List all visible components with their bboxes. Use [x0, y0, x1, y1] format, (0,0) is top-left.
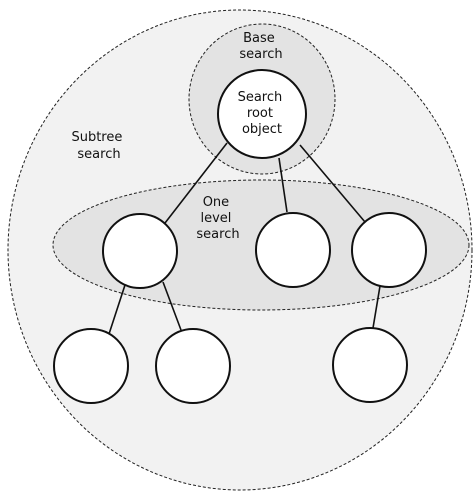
label-search-root-object: Search root object	[238, 90, 287, 137]
label-subtree-search: Subtree search	[71, 130, 126, 162]
edge-root-child-middle	[278, 157, 288, 213]
child-node-left	[102, 213, 178, 289]
label-base-search: Base search	[239, 31, 282, 62]
edge-left-grandchild-1	[108, 284, 126, 335]
child-node-right	[351, 212, 427, 288]
grandchild-node-1	[53, 328, 129, 404]
grandchild-node-2	[155, 328, 231, 404]
grandchild-node-3	[332, 327, 408, 403]
edge-root-child-left	[164, 142, 228, 224]
label-one-level-search: One level search	[196, 195, 239, 242]
search-root-node	[217, 69, 307, 159]
edge-root-child-right	[299, 144, 366, 223]
child-node-middle	[255, 212, 331, 288]
edge-right-grandchild	[372, 285, 381, 329]
edge-left-grandchild-2	[162, 281, 182, 331]
